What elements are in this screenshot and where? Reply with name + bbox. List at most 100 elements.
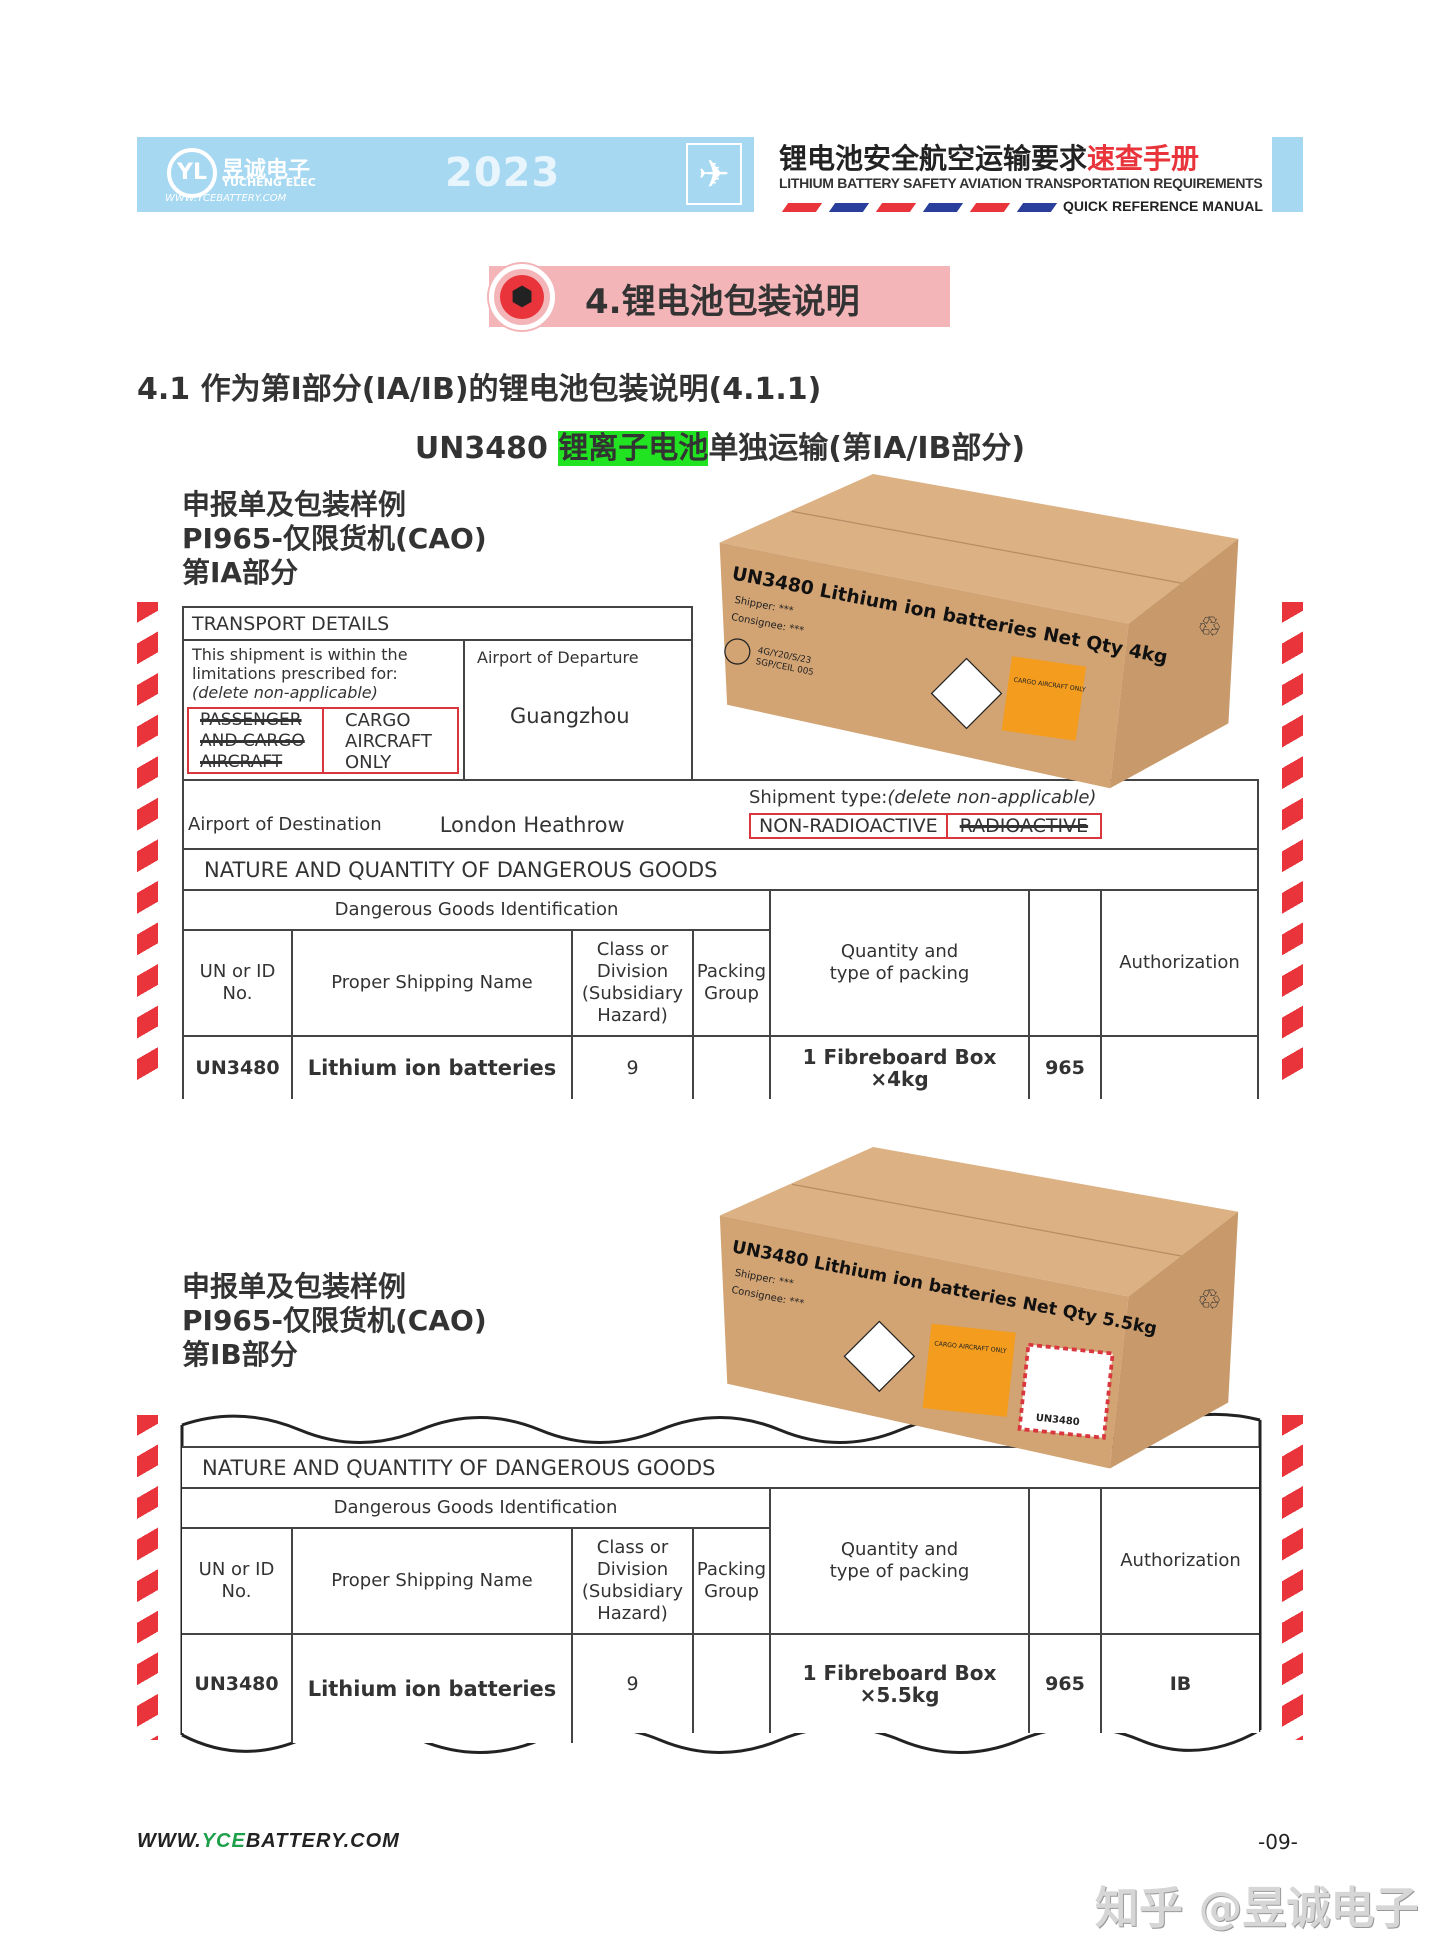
col-pi [1028, 889, 1102, 1037]
logo-en: YUCHENG ELEC [222, 176, 316, 189]
col-shipping-name: Proper Shipping Name [291, 1527, 573, 1635]
airplane-icon: ✈ [686, 143, 742, 205]
cell-packing-group [692, 1633, 771, 1733]
struck-line: AND CARGO [200, 731, 305, 751]
example1-label: 申报单及包装样例 PI965-仅限货机(CAO) 第IA部分 [182, 488, 487, 590]
label-line: 第IB部分 [182, 1338, 298, 1371]
package-image-2: UN3480 Lithium ion batteries Net Qty 5.5… [719, 1147, 1239, 1469]
label-line: PI965-仅限货机(CAO) [182, 522, 487, 555]
departure-label: Airport of Departure [477, 648, 639, 667]
label-line: 第IA部分 [182, 556, 299, 589]
logo-cn: 昱诚电子 [222, 158, 311, 183]
cargo-aircraft-only: CARGO AIRCRAFT ONLY [345, 710, 432, 773]
col-authorization: Authorization [1100, 1487, 1259, 1635]
cell-packing-group [692, 1035, 771, 1099]
cell-un: UN3480 [182, 1035, 293, 1099]
shipment-type-note: (delete non-applicable) [887, 787, 1097, 808]
example2-label: 申报单及包装样例 PI965-仅限货机(CAO) 第IB部分 [182, 1270, 487, 1372]
non-radioactive: NON-RADIOACTIVE [751, 815, 948, 837]
destination-value: London Heathrow [439, 812, 625, 837]
cell-name: Lithium ion batteries [291, 1633, 573, 1743]
subheading-highlight: 锂离子电池 [558, 431, 709, 466]
header-strip [1272, 137, 1303, 212]
cell-pi: 965 [1028, 1633, 1102, 1733]
hazard-stripe-left [137, 1415, 158, 1740]
col-quantity: Quantity and type of packing [769, 889, 1030, 1037]
departure-value: Guangzhou [510, 704, 630, 728]
col-class: Class or Division (Subsidiary Hazard) [571, 929, 694, 1037]
radioactive-struck: RADIOACTIVE [959, 815, 1089, 837]
limits-text: This shipment is within the limitations … [192, 645, 408, 683]
cargo-line: AIRCRAFT [345, 731, 432, 752]
box-tape [791, 1183, 1185, 1258]
col-un-id: UN or ID No. [182, 929, 293, 1037]
logo-mark: YL [167, 148, 217, 198]
cell-pi: 965 [1028, 1035, 1102, 1099]
class9-hazard-icon [930, 657, 1003, 730]
footer-url: WWW.YCEBATTERY.COM [137, 1830, 400, 1853]
dg-identification: Dangerous Goods Identification [182, 889, 771, 931]
hazard-stripe-right [1282, 602, 1303, 1085]
cell-authorization: IB [1100, 1633, 1259, 1733]
airmail-dash [922, 203, 964, 212]
shipment-type-cell: Shipment type:(delete non-applicable) NO… [691, 779, 1259, 850]
box-top [719, 474, 1239, 624]
box-icon: ⬢ [500, 275, 544, 319]
cao-label-icon [922, 1323, 1016, 1417]
manual-title: 锂电池安全航空运输要求速查手册 [779, 137, 1199, 177]
divider [322, 707, 324, 774]
subheading-prefix: UN3480 [414, 431, 559, 466]
box-side [1109, 1211, 1239, 1469]
struck-line: PASSENGER [200, 710, 302, 730]
cell-quantity: 1 Fibreboard Box ×5.5kg [769, 1633, 1030, 1733]
heading: 4.1 作为第I部分(IA/IB)的锂电池包装说明(4.1.1) [137, 372, 822, 407]
cargo-line: ONLY [345, 752, 392, 773]
col-packing-group: Packing Group [692, 1527, 771, 1635]
watermark: 知乎 @昱诚电子 [1095, 1883, 1419, 1934]
logo-url: WWW.YCEBATTERY.COM [165, 193, 287, 204]
airmail-dash [828, 203, 870, 212]
col-pi [1028, 1487, 1102, 1635]
nature-title: NATURE AND QUANTITY OF DANGEROUS GOODS [182, 848, 1259, 891]
lithium-battery-mark-icon [1017, 1342, 1115, 1440]
recycle-icon: ♲ [1197, 612, 1222, 643]
passenger-aircraft-struck: PASSENGER AND CARGO AIRCRAFT [200, 710, 305, 773]
label-line: PI965-仅限货机(CAO) [182, 1304, 487, 1337]
url-part: YCE [201, 1830, 246, 1852]
col-packing-group: Packing Group [692, 929, 771, 1037]
col-quantity: Quantity and type of packing [769, 1487, 1030, 1635]
subheading: UN3480 锂离子电池单独运输(第IA/IB部分) [0, 423, 1440, 467]
recycle-icon: ♲ [1197, 1285, 1222, 1316]
col-un-id: UN or ID No. [182, 1527, 293, 1635]
hazard-stripe-left [137, 602, 158, 1085]
manual-subtitle: LITHIUM BATTERY SAFETY AVIATION TRANSPOR… [779, 175, 1263, 191]
col-shipping-name: Proper Shipping Name [291, 929, 573, 1037]
battery-label-text: UN3480 [1035, 1413, 1080, 1429]
url-part: WWW. [137, 1830, 202, 1852]
title-main: 锂电池安全航空运输要求 [779, 142, 1088, 175]
airmail-dash [969, 203, 1011, 212]
un-mark-icon [724, 638, 751, 665]
departure-cell: Airport of Departure Guangzhou [463, 639, 693, 781]
airmail-dash [875, 203, 917, 212]
title-red: 速查手册 [1087, 142, 1200, 175]
class9-hazard-icon [843, 1320, 916, 1393]
cell-un: UN3480 [182, 1633, 293, 1733]
cell-class: 9 [571, 1035, 694, 1099]
page-number: -09- [1258, 1830, 1298, 1854]
delete-note: (delete non-applicable) [192, 683, 378, 702]
cell-quantity: 1 Fibreboard Box ×4kg [769, 1035, 1030, 1099]
cell-authorization [1100, 1035, 1259, 1099]
destination-label: Airport of Destination [188, 813, 382, 835]
section-title: 4.锂电池包装说明 [585, 282, 860, 322]
package-image-1: UN3480 Lithium ion batteries Net Qty 4kg… [719, 474, 1239, 789]
cell-class: 9 [571, 1633, 694, 1733]
box-tape [791, 510, 1185, 585]
shipment-type-label: Shipment type: [749, 787, 888, 808]
url-part: BATTERY.COM [245, 1830, 400, 1852]
subheading-suffix: 单独运输(第IA/IB部分) [708, 431, 1026, 466]
dg-identification: Dangerous Goods Identification [182, 1487, 771, 1529]
transport-details-title: TRANSPORT DETAILS [182, 606, 693, 641]
label-line: 申报单及包装样例 [182, 1270, 407, 1303]
cargo-line: CARGO [345, 710, 411, 731]
